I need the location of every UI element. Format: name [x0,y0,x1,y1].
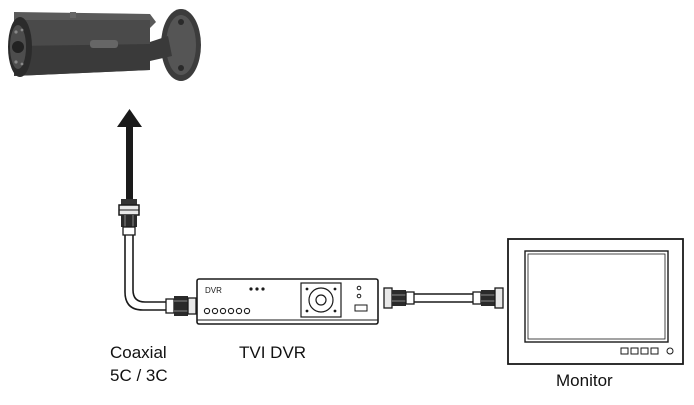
monitor-icon [507,238,684,365]
arrow-up-icon [117,109,142,204]
dvr-label: TVI DVR [239,343,307,362]
dvr-icon: DVR [196,278,379,325]
monitor-label: Monitor [556,371,613,390]
dvr-panel-text: DVR [205,286,222,295]
coaxial-cable [124,235,166,311]
bnc-connector-icon [165,296,197,316]
bnc-connector-icon [472,287,504,309]
coaxial-spec-label: 5C / 3C [110,366,168,385]
video-cable [414,293,473,303]
bnc-connector-icon [383,287,415,309]
coaxial-label: Coaxial [110,343,167,362]
bnc-connector-icon [118,199,140,236]
bullet-camera-icon [8,9,201,81]
